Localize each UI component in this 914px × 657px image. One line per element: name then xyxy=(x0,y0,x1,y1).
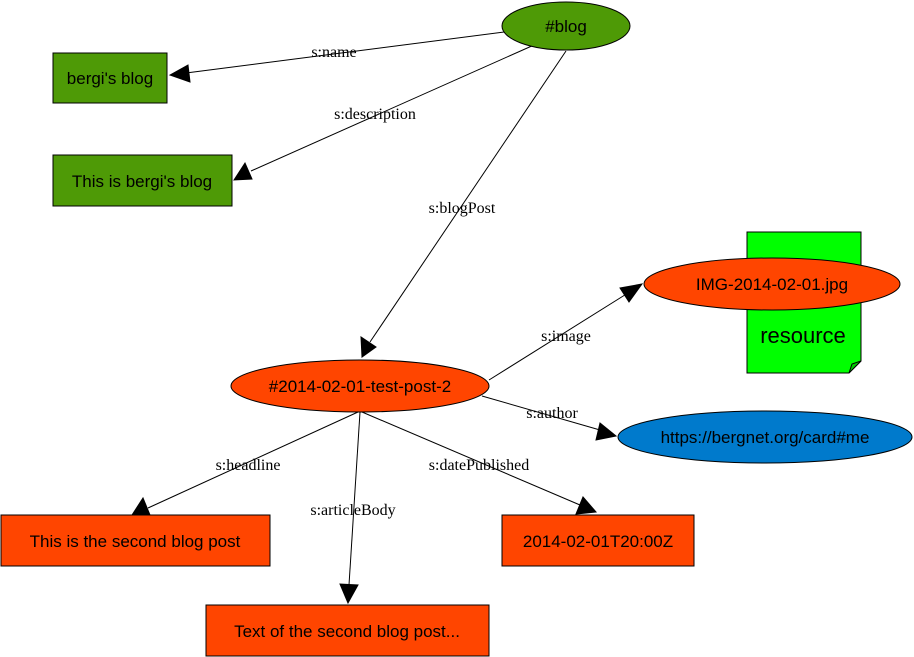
edges: s:name s:description s:blogPost s:image … xyxy=(131,28,644,605)
node-blog-name-label: bergi's blog xyxy=(67,69,153,88)
node-post-label: #2014-02-01-test-post-2 xyxy=(269,377,451,396)
node-image-shape xyxy=(643,257,901,311)
resource-note-fold xyxy=(848,360,862,374)
node-article-body-shape xyxy=(205,604,490,657)
node-blog-description-label: This is bergi's blog xyxy=(72,172,212,191)
node-image[interactable]: IMG-2014-02-01.jpg xyxy=(643,257,901,311)
node-date-published-shape xyxy=(501,514,695,567)
edge-blogpost-line xyxy=(369,50,567,343)
node-article-body-label: Text of the second blog post... xyxy=(234,622,460,641)
node-headline[interactable]: This is the second blog post xyxy=(0,514,271,567)
edge-image-label: s:image xyxy=(541,328,591,345)
node-headline-label: This is the second blog post xyxy=(30,532,241,551)
node-author-shape xyxy=(617,410,913,464)
edge-blogpost-arrowhead xyxy=(360,336,377,358)
node-date-published[interactable]: 2014-02-01T20:00Z xyxy=(501,514,695,567)
edge-description-line xyxy=(250,44,535,172)
node-blog-name[interactable]: bergi's blog xyxy=(52,52,168,104)
node-image-label: IMG-2014-02-01.jpg xyxy=(696,275,848,294)
edge-headline-label: s:headline xyxy=(216,457,281,474)
edge-blogpost-label: s:blogPost xyxy=(429,200,496,217)
node-blog-name-shape xyxy=(52,52,168,104)
node-author-label: https://bergnet.org/card#me xyxy=(661,428,870,447)
edge-articlebody-arrowhead xyxy=(339,583,359,605)
node-headline-shape xyxy=(0,514,271,567)
edge-author-label: s:author xyxy=(526,405,578,422)
edge-datepublished-arrowhead xyxy=(575,496,598,515)
edge-description-label: s:description xyxy=(334,106,416,123)
edge-headline-arrowhead xyxy=(131,496,151,516)
edge-author-line xyxy=(481,395,601,431)
edge-name-label: s:name xyxy=(311,44,356,61)
edge-name-line xyxy=(185,28,528,74)
node-author[interactable]: https://bergnet.org/card#me xyxy=(617,410,913,464)
edge-name-arrowhead xyxy=(168,64,191,83)
node-blog-shape xyxy=(501,1,631,51)
node-article-body[interactable]: Text of the second blog post... xyxy=(205,604,490,657)
node-post[interactable]: #2014-02-01-test-post-2 xyxy=(230,359,490,413)
edge-image-arrowhead xyxy=(619,283,644,303)
edge-author-arrowhead xyxy=(595,422,618,441)
node-blog[interactable]: #blog xyxy=(501,1,631,51)
edge-datepublished-label: s:datePublished xyxy=(429,457,529,474)
edge-description-arrowhead xyxy=(233,161,253,181)
node-post-shape xyxy=(230,359,490,413)
edge-datepublished-line xyxy=(361,411,581,506)
node-blog-description-shape xyxy=(52,154,233,207)
resource-note-label: resource xyxy=(760,323,846,348)
edge-articlebody-label: s:articleBody xyxy=(310,502,395,519)
node-date-published-label: 2014-02-01T20:00Z xyxy=(523,532,673,551)
edge-headline-line xyxy=(147,411,359,509)
node-blog-description[interactable]: This is bergi's blog xyxy=(52,154,233,207)
node-blog-label: #blog xyxy=(545,17,587,36)
edge-articlebody-line xyxy=(348,411,361,586)
edge-image-line xyxy=(488,292,629,381)
